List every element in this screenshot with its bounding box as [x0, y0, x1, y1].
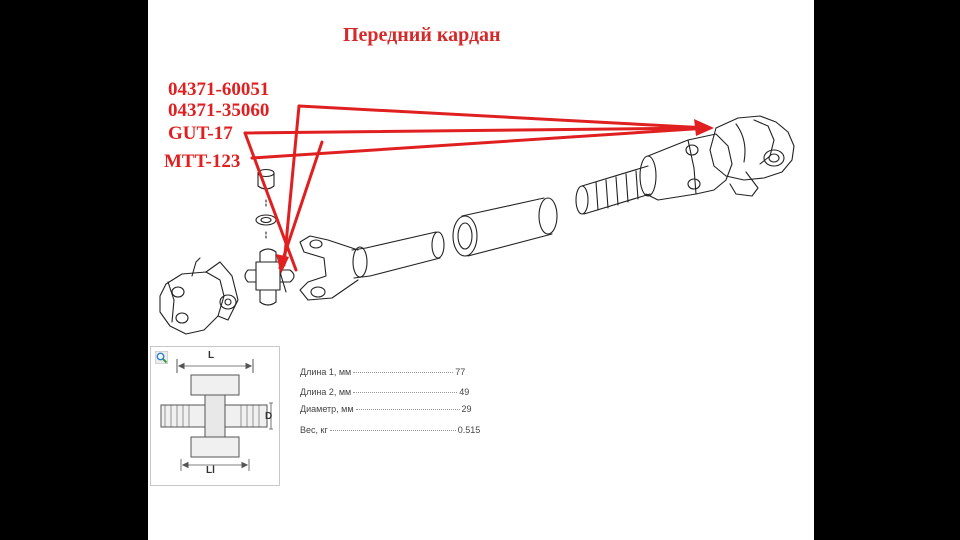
spec-leader [355, 409, 460, 410]
arrow-to-cross-2 [278, 140, 324, 270]
dimension-label-diameter: D [265, 411, 273, 422]
slip-yoke [639, 133, 733, 201]
spline-shaft [575, 165, 651, 215]
spec-row-weight: Вес, кг 0.515 [300, 425, 480, 435]
spec-value: 49 [459, 387, 470, 397]
driveshaft-exploded-drawing [159, 104, 795, 335]
spec-label: Вес, кг [300, 425, 328, 435]
spec-row-length2: Длина 2, мм 49 [300, 387, 469, 397]
spec-value: 77 [455, 367, 466, 377]
dust-sleeve [452, 197, 558, 257]
front-flange-yoke [159, 257, 239, 335]
rear-flange-yoke [709, 115, 795, 197]
diagram-canvas: Передний кардан 04371-60051 04371-35060 … [148, 0, 814, 540]
spec-label: Длина 2, мм [300, 387, 352, 397]
spec-row-length1: Длина 1, мм 77 [300, 367, 465, 377]
dimension-label-length2: Ll [206, 465, 215, 476]
spec-leader [353, 392, 458, 393]
front-tube-yoke [299, 235, 359, 301]
universal-joint-cross [244, 248, 295, 306]
front-shaft-tube [351, 231, 445, 279]
arrow-to-rear-yoke-1 [297, 104, 710, 130]
spec-leader [329, 430, 456, 431]
zoom-icon[interactable] [155, 351, 168, 364]
dimension-thumbnail[interactable]: L D Ll [150, 346, 280, 486]
part-number-1: 04371-60051 [168, 79, 270, 100]
arrowhead-rear-yoke [694, 119, 714, 136]
spec-value: 0.515 [457, 425, 481, 435]
spec-leader [353, 372, 454, 373]
dimension-label-length1: L [208, 350, 215, 361]
spec-label: Диаметр, мм [300, 404, 354, 414]
leader-arrows [243, 104, 710, 272]
arrowheads [276, 119, 714, 274]
spec-value: 29 [461, 404, 472, 414]
cross-dimension-drawing [160, 359, 273, 471]
part-number-2: 04371-35060 [168, 100, 270, 121]
seal-ring [255, 214, 277, 226]
part-number-3: GUT-17 [168, 123, 233, 144]
page-title: Передний кардан [343, 24, 501, 46]
part-number-4: MTT-123 [164, 151, 241, 172]
arrow-to-rear-yoke-3 [243, 126, 710, 135]
arrowhead-cross [276, 254, 289, 274]
arrow-to-rear-yoke-4 [250, 126, 710, 160]
spec-label: Длина 1, мм [300, 367, 352, 377]
spec-row-diameter: Диаметр, мм 29 [300, 404, 472, 414]
